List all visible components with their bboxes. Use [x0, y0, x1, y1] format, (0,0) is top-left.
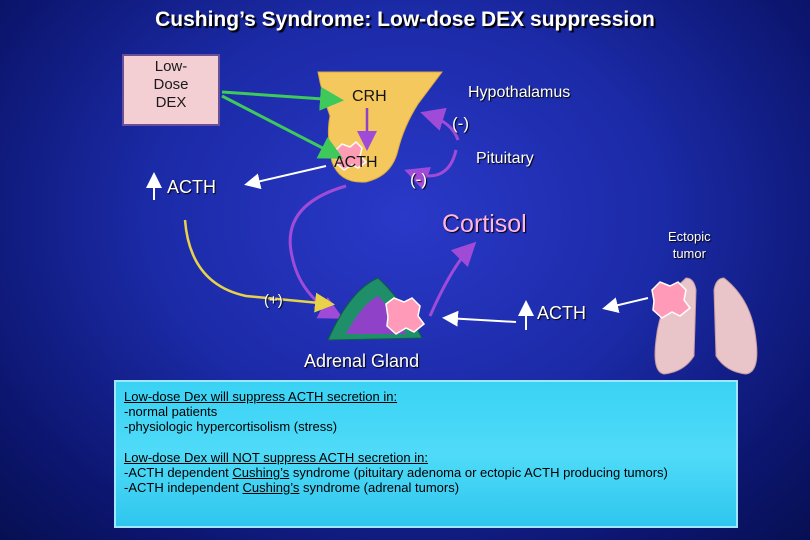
not-suppress-heading: Low-dose Dex will NOT suppress ACTH secr… [124, 450, 428, 465]
not-suppress-item-1: -ACTH dependent Cushing’s syndrome (pitu… [124, 465, 728, 480]
suppress-item-2: -physiologic hypercortisolism (stress) [124, 419, 338, 434]
stimulation-label: (+) [264, 292, 283, 309]
item2-prefix: -ACTH independent [124, 480, 243, 495]
negative-feedback-label-2: (-) [410, 170, 427, 189]
pituitary-label: Pituitary [476, 150, 534, 167]
item2-suffix: syndrome (adrenal tumors) [299, 480, 460, 495]
suppress-heading: Low-dose Dex will suppress ACTH secretio… [124, 389, 398, 404]
acth-left-arrow [244, 165, 327, 190]
negative-feedback-label-1: (-) [452, 114, 469, 133]
adrenal-gland-label: Adrenal Gland [304, 351, 420, 371]
low-dose-dex-box: Low- Dose DEX [122, 54, 220, 126]
dex-arrow-to-hypothalamus [221, 86, 344, 111]
suppress-item-1: -normal patients [124, 404, 218, 419]
ectopic-tumor [651, 281, 692, 319]
ectopic-tumor-label: Ectopic tumor [668, 228, 711, 262]
cortisol-label: Cortisol [442, 210, 527, 238]
ectopic-line-2: tumor [672, 246, 706, 261]
item1-term: Cushing’s [232, 465, 290, 480]
dex-line-2: Dose [153, 76, 189, 93]
dex-arrow-to-pituitary [221, 94, 344, 159]
acth-stimulation-arrow [183, 219, 335, 313]
adrenal-tumor [385, 297, 426, 335]
slide-title: Cushing’s Syndrome: Low-dose DEX suppres… [155, 8, 655, 31]
item1-suffix: syndrome (pituitary adenoma or ectopic A… [289, 465, 668, 480]
not-suppress-item-2: -ACTH independent Cushing’s syndrome (ad… [124, 480, 728, 495]
crh-label: CRH [352, 88, 387, 105]
info-box: Low-dose Dex will suppress ACTH secretio… [114, 380, 738, 528]
item1-prefix: -ACTH dependent [124, 465, 233, 480]
dex-line-3: DEX [155, 94, 187, 111]
ectopic-line-1: Ectopic [668, 229, 711, 244]
right-lung [713, 277, 758, 375]
cortisol-to-pituitary-feedback [404, 149, 458, 190]
ectopic-to-acth-arrow [602, 297, 649, 314]
cortisol-to-hypothalamus-feedback [420, 107, 460, 141]
pituitary-tumor [335, 140, 368, 171]
acth-pituitary-label: ACTH [334, 154, 378, 171]
acth-left-label: ACTH [167, 177, 216, 197]
dex-line-1: Low- [154, 58, 188, 75]
hypothalamus-label: Hypothalamus [468, 84, 571, 101]
acth-right-label: ACTH [537, 303, 586, 323]
item2-term: Cushing’s [242, 480, 300, 495]
adrenal-to-cortisol-curve [428, 241, 477, 317]
pituitary-to-adrenal-curve [288, 184, 347, 319]
acth-right-arrow [442, 310, 517, 327]
